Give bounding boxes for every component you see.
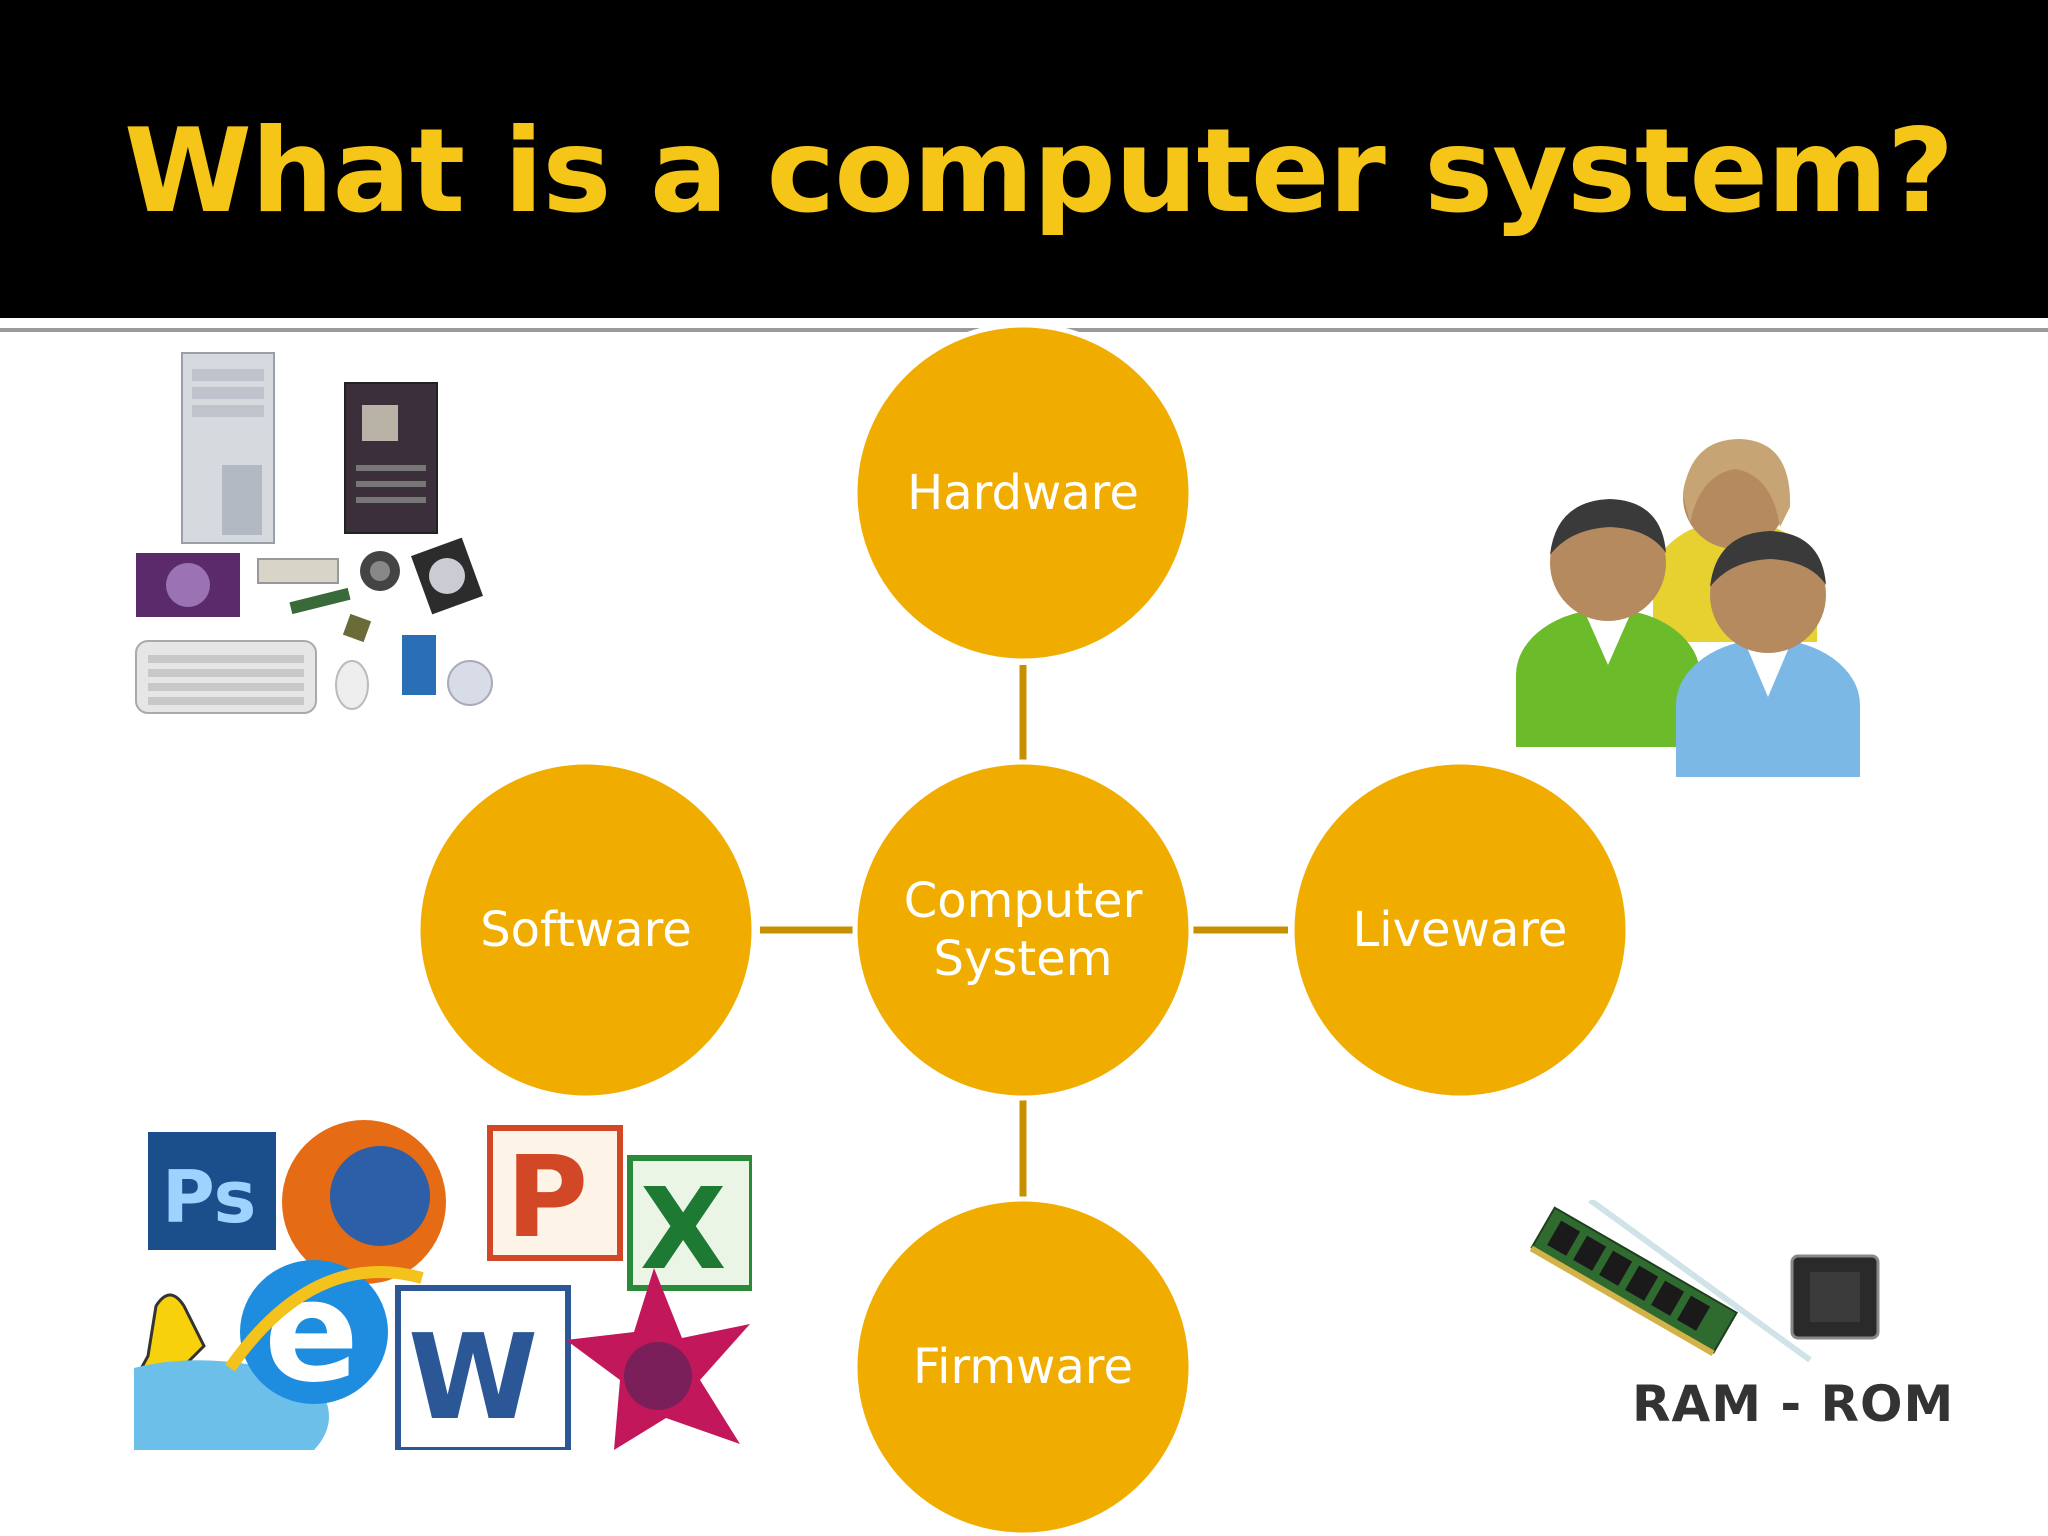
- center-label-line-2: System: [904, 930, 1143, 988]
- software-logos-illustration: Ps P X e W: [134, 1118, 752, 1450]
- center-label-line-1: Computer: [904, 872, 1143, 930]
- group-of-people-icon: [1510, 435, 1880, 785]
- node-liveware-label: Liveware: [1353, 901, 1568, 959]
- node-hardware-label: Hardware: [907, 464, 1139, 522]
- ram-rom-caption: RAM - ROM: [1632, 1375, 1954, 1433]
- ram-rom-illustration: [1520, 1200, 1900, 1380]
- node-software-label: Software: [480, 901, 692, 959]
- hardware-illustration: [130, 345, 510, 725]
- node-center-label: Computer System: [904, 872, 1143, 988]
- svg-text:P: P: [506, 1133, 588, 1263]
- rom-chip-icon: [1792, 1256, 1878, 1338]
- node-firmware-label: Firmware: [913, 1338, 1133, 1396]
- svg-text:W: W: [408, 1308, 538, 1446]
- svg-text:Ps: Ps: [162, 1155, 256, 1239]
